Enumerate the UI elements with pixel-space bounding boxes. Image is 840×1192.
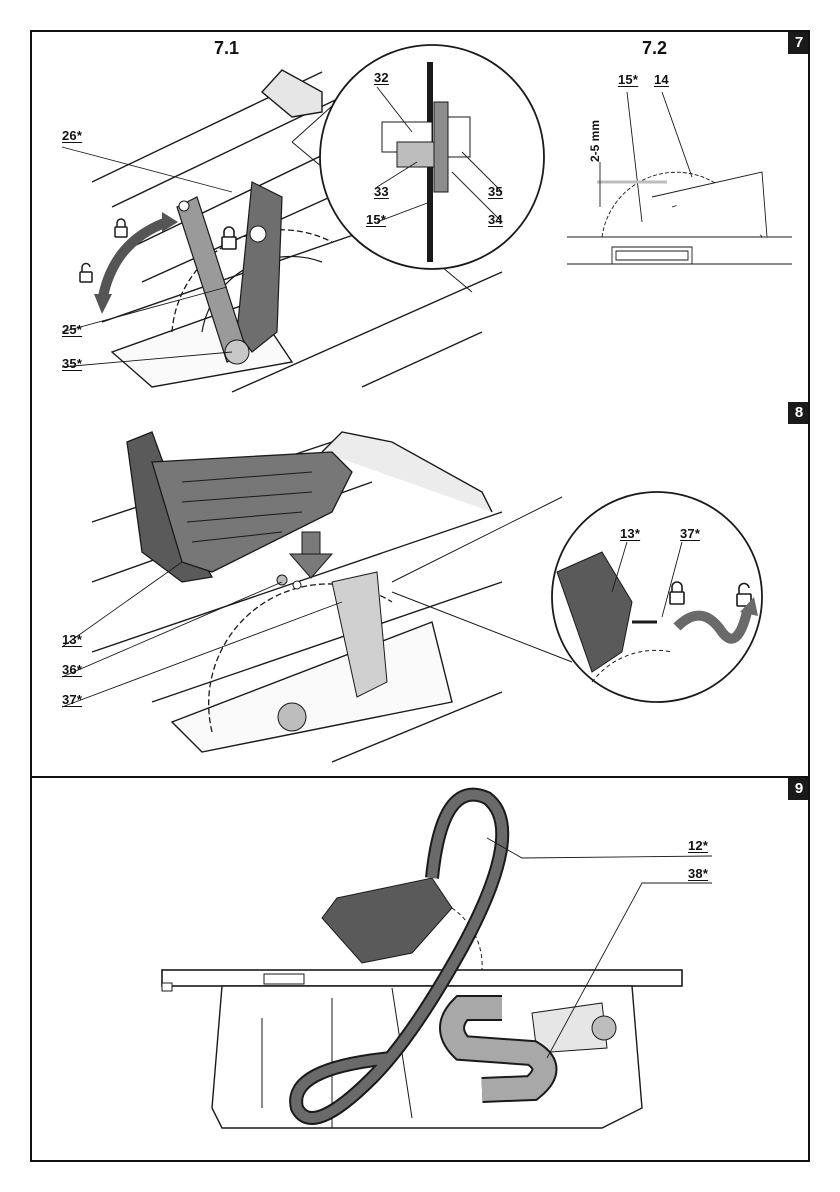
label-12-star: 12* xyxy=(688,838,708,853)
lock-open-icon xyxy=(80,263,92,282)
page-footer-mark xyxy=(400,1180,440,1186)
figure-7-panel: 7 7.1 7.2 xyxy=(30,30,810,404)
dimension-2-5mm: 2-5 mm xyxy=(588,120,602,162)
label-15-star-b: 15* xyxy=(618,72,638,87)
label-32: 32 xyxy=(374,70,389,85)
figure-8-panel: 8 xyxy=(30,402,810,778)
arrow-down-icon xyxy=(290,532,332,578)
label-35: 35 xyxy=(488,184,503,199)
label-35-star: 35* xyxy=(62,356,82,371)
label-38-star: 38* xyxy=(688,866,708,881)
figure-9-panel: 9 12* 38* xyxy=(30,778,810,1162)
blade-guard-illustration xyxy=(32,402,810,778)
label-34: 34 xyxy=(488,212,503,227)
label-37-star-a: 37* xyxy=(62,692,82,707)
label-37-star-b: 37* xyxy=(680,526,700,541)
riving-knife-illustration xyxy=(32,32,810,404)
label-13-star-a: 13* xyxy=(62,632,82,647)
dust-extraction-illustration xyxy=(32,778,810,1162)
lock-closed-icon xyxy=(115,219,127,237)
label-33: 33 xyxy=(374,184,389,199)
label-36: 36* xyxy=(62,662,82,677)
rotate-arrow-icon xyxy=(102,222,167,302)
label-26: 26* xyxy=(62,128,82,143)
label-14: 14 xyxy=(654,72,669,87)
label-15-star-a: 15* xyxy=(366,212,386,227)
lock-closed-icon xyxy=(222,227,236,249)
label-13-star-b: 13* xyxy=(620,526,640,541)
label-25: 25* xyxy=(62,322,82,337)
